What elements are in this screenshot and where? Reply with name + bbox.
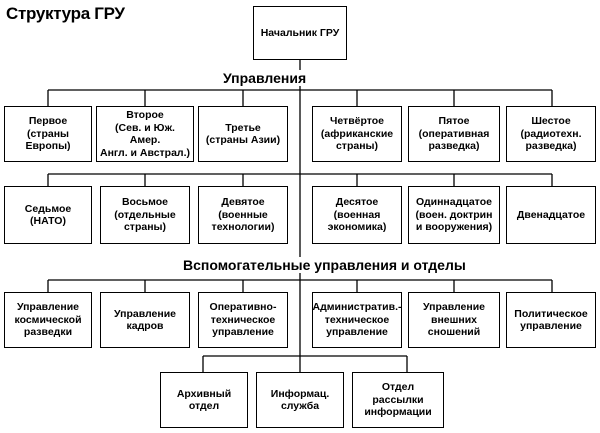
auxiliary-label: Административ.- техническое управление [312, 301, 402, 339]
department-box: Отдел рассылки информации [352, 372, 444, 428]
auxiliary-box: Управление кадров [100, 292, 190, 348]
section-auxiliary: Вспомогательные управления и отделы [180, 257, 469, 273]
directorate-label: Первое (страны Европы) [25, 115, 71, 153]
directorate-label: Шестое (радиотехн. разведка) [520, 115, 582, 153]
directorate-label: Седьмое (НАТО) [24, 202, 72, 228]
directorate-box: Третье (страны Азии) [198, 106, 288, 162]
directorate-box: Четвёртое (африканские страны) [312, 106, 402, 162]
auxiliary-label: Управление космической разведки [14, 301, 82, 339]
auxiliary-label: Политическое управление [514, 307, 588, 333]
directorate-label: Второе (Сев. и Юж. Амер. Англ. и Австрал… [100, 109, 191, 159]
department-box: Архивный отдел [160, 372, 248, 428]
directorate-label: Восьмое (отдельные страны) [114, 196, 176, 234]
auxiliary-box: Управление космической разведки [4, 292, 92, 348]
directorate-label: Пятое (оперативная разведка) [418, 115, 490, 153]
directorate-label: Одиннадцатое (воен. доктрин и вооружения… [415, 196, 493, 234]
directorate-label: Девятое (военные технологии) [211, 196, 275, 234]
directorate-box: Первое (страны Европы) [4, 106, 92, 162]
directorate-box: Одиннадцатое (воен. доктрин и вооружения… [408, 186, 500, 244]
directorate-label: Двенадцатое [516, 208, 586, 221]
directorate-box: Пятое (оперативная разведка) [408, 106, 500, 162]
directorate-box: Восьмое (отдельные страны) [100, 186, 190, 244]
department-box: Информац. служба [256, 372, 344, 428]
auxiliary-label: Оперативно- техническое управление [209, 301, 277, 339]
auxiliary-box: Политическое управление [506, 292, 596, 348]
directorate-box: Второе (Сев. и Юж. Амер. Англ. и Австрал… [96, 106, 194, 162]
section-directorates: Управления [220, 70, 310, 86]
department-label: Архивный отдел [176, 387, 232, 413]
auxiliary-box: Оперативно- техническое управление [198, 292, 288, 348]
directorate-box: Девятое (военные технологии) [198, 186, 288, 244]
directorate-label: Четвёртое (африканские страны) [320, 115, 394, 153]
department-label: Отдел рассылки информации [364, 381, 432, 419]
department-label: Информац. служба [270, 387, 330, 413]
auxiliary-label: Управление кадров [113, 307, 177, 333]
directorate-box: Шестое (радиотехн. разведка) [506, 106, 596, 162]
directorate-box: Десятое (военная экономика) [312, 186, 402, 244]
auxiliary-label: Управление внешних сношений [422, 301, 486, 339]
page-title: Структура ГРУ [6, 4, 125, 23]
auxiliary-box: Административ.- техническое управление [312, 292, 402, 348]
directorate-box: Двенадцатое [506, 186, 596, 244]
head-box: Начальник ГРУ [253, 6, 347, 60]
directorate-label: Третье (страны Азии) [205, 121, 281, 147]
auxiliary-box: Управление внешних сношений [408, 292, 500, 348]
directorate-box: Седьмое (НАТО) [4, 186, 92, 244]
head-label: Начальник ГРУ [260, 26, 340, 39]
directorate-label: Десятое (военная экономика) [327, 196, 387, 234]
